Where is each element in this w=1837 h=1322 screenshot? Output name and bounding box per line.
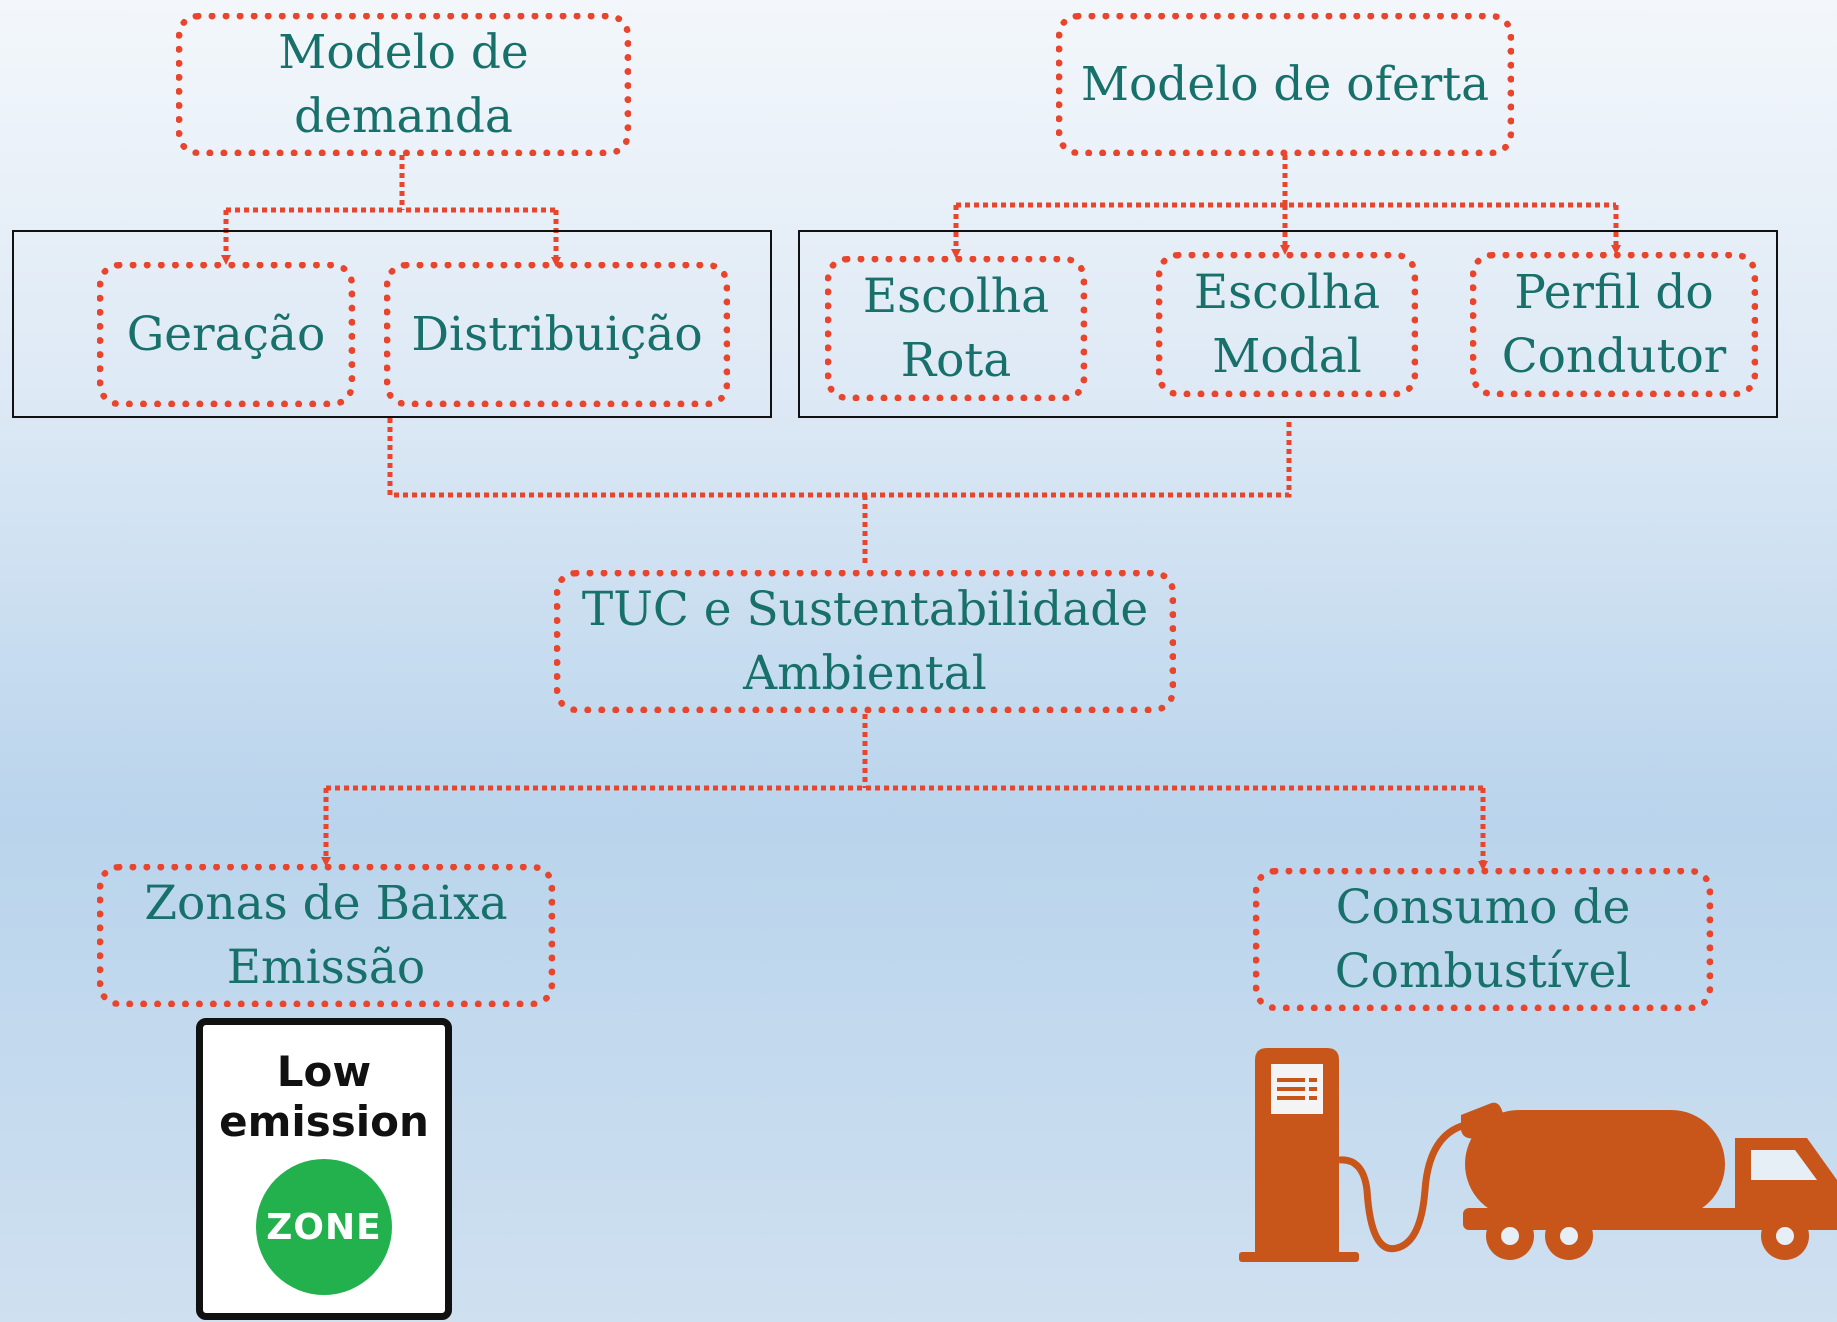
fuel-pump-and-tanker-truck-icon (1239, 1048, 1837, 1262)
node-modelo-oferta: Modelo de oferta (1056, 13, 1514, 156)
connector-tuc (326, 714, 1483, 791)
zone-badge: ZONE (256, 1159, 392, 1295)
connector-oferta (956, 155, 1616, 208)
node-escolha-modal: Escolha Modal (1156, 252, 1418, 397)
node-escolha-rota: Escolha Rota (825, 256, 1087, 401)
supply-group-frame (798, 230, 1778, 418)
low-emission-zone-sign: Low emission ZONE (196, 1018, 452, 1320)
sign-text: Low emission (219, 1047, 429, 1146)
node-tuc-sustentabilidade: TUC e Sustentabilidade Ambiental (554, 570, 1176, 713)
node-perfil-condutor: Perfil do Condutor (1470, 252, 1758, 397)
node-modelo-demanda: Modelo de demanda (176, 13, 631, 156)
connector-frames (387, 418, 1292, 567)
demand-group-frame (12, 230, 772, 418)
node-zonas-baixa-emissao: Zonas de Baixa Emissão (97, 864, 555, 1007)
node-consumo-combustivel: Consumo de Combustível (1253, 868, 1713, 1011)
connector-demanda (226, 155, 556, 213)
node-geracao: Geração (97, 262, 355, 407)
node-distribuicao: Distribuição (384, 262, 730, 407)
